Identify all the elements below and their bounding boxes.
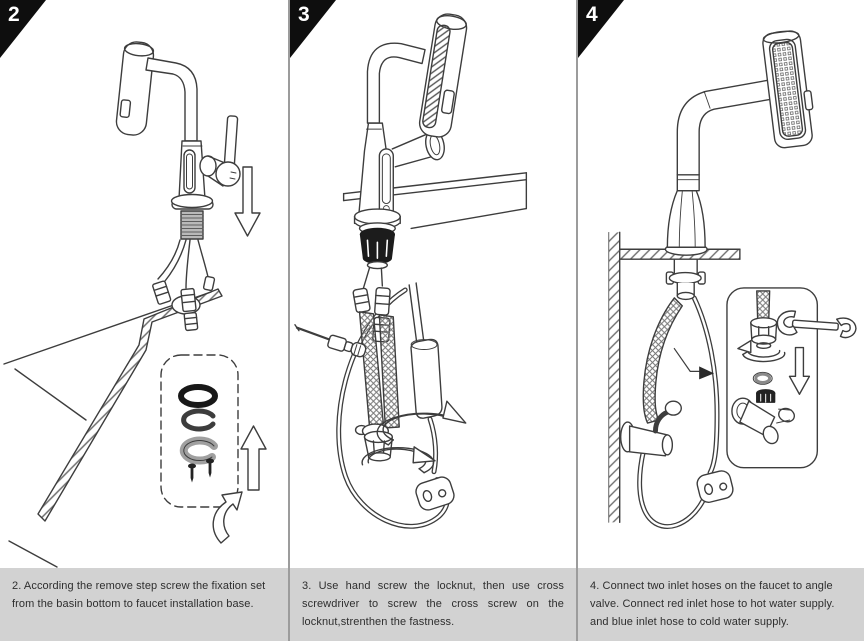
fixation-plate [179, 436, 218, 465]
locknut [359, 227, 395, 270]
curved-arrow-icon [212, 491, 243, 544]
step-4-illustration [578, 0, 864, 568]
hose-weight [415, 476, 455, 511]
step-4-badge: 4 [578, 0, 626, 60]
hex-locknut [354, 423, 393, 462]
faucet [664, 78, 778, 256]
step-2-illustration [0, 0, 288, 568]
step-4-caption: 4. Connect two inlet hoses on the faucet… [578, 568, 864, 641]
rotate-arrow-large-icon [376, 400, 467, 446]
connection-callout [726, 287, 857, 469]
fixation-set-callout [160, 354, 239, 508]
open-washer [181, 408, 216, 432]
spray-head [762, 30, 814, 149]
down-arrow-icon [234, 166, 261, 237]
hose-weight [696, 470, 734, 503]
faucet [353, 42, 445, 235]
spray-hose-handle [408, 282, 443, 419]
wall [608, 231, 621, 524]
spray-hose-loop [637, 295, 720, 529]
spray-head [418, 13, 468, 138]
rotate-arrow-icon [737, 339, 786, 363]
up-arrow-icon [240, 425, 267, 491]
step-4-panel: 4 [576, 0, 864, 641]
pointer-arrow-icon [673, 347, 715, 380]
step-2-caption: 2. According the remove step screw the f… [0, 568, 288, 641]
step-2-badge: 2 [0, 0, 48, 60]
screws [188, 458, 214, 483]
down-arrow-icon [788, 346, 811, 395]
rotate-arrow-small-icon [361, 446, 436, 474]
o-ring [178, 384, 218, 408]
angle-valve [620, 400, 682, 457]
wrench-icon [776, 310, 857, 339]
handle-lever [199, 115, 241, 187]
callout-angle-valve [731, 389, 796, 445]
step-3-panel: 3 [288, 0, 576, 641]
under-counter-hardware [665, 258, 706, 301]
spray-head [115, 41, 155, 136]
hose-nut [750, 317, 778, 350]
braided-hoses [358, 311, 400, 429]
screwdriver [294, 324, 367, 358]
supply-hoses [152, 239, 216, 332]
step-3-number: 3 [298, 3, 310, 26]
threaded-shank [180, 210, 204, 240]
faucet [115, 41, 241, 240]
washer [752, 371, 773, 385]
step-2-panel: 2 [0, 0, 288, 641]
step-3-illustration [290, 0, 576, 568]
step-2-number: 2 [8, 3, 20, 26]
step-3-caption: 3. Use hand screw the locknut, then use … [290, 568, 576, 641]
step-3-badge: 3 [290, 0, 338, 60]
step-4-number: 4 [586, 3, 598, 26]
